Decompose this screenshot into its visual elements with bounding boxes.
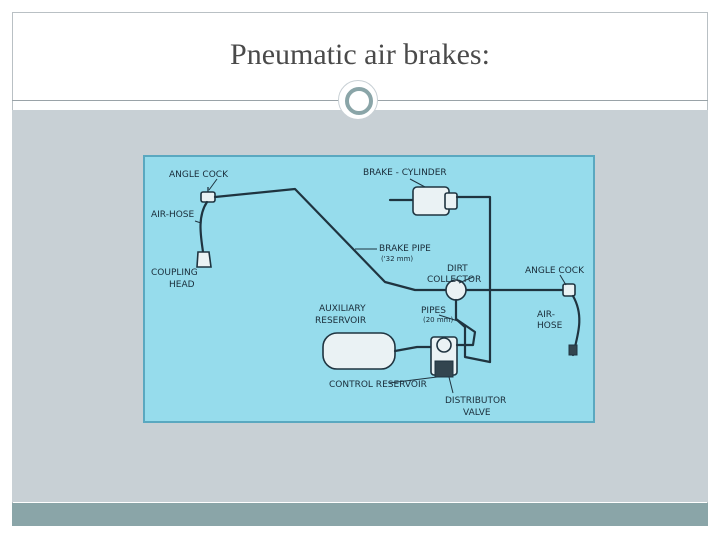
circle-ring-icon xyxy=(345,87,373,115)
label-control-reservoir: CONTROL RESERVOIR xyxy=(329,380,427,390)
label-auxiliary-reservoir-1: AUXILIARY xyxy=(319,304,366,314)
brake-pipe-main xyxy=(213,187,447,292)
leader-brake-cylinder xyxy=(409,178,426,188)
brake-cylinder xyxy=(388,186,458,216)
right-angle-cock xyxy=(562,283,576,297)
air-brake-diagram-svg: ANGLE COCK AIR-HOSE COUPLING HEAD BRAKE … xyxy=(151,168,585,418)
label-angle-cock-right: ANGLE COCK xyxy=(525,266,585,276)
label-brake-pipe-1: BRAKE PIPE xyxy=(379,244,431,254)
dirt-collector xyxy=(445,279,467,321)
label-angle-cock-left: ANGLE COCK xyxy=(169,170,229,180)
leader-pipes xyxy=(438,314,462,323)
left-coupling-head xyxy=(196,251,212,268)
label-distributor-valve-2: VALVE xyxy=(463,408,491,418)
label-pipes-2: (20 mm) xyxy=(423,316,454,324)
label-brake-cylinder: BRAKE - CYLINDER xyxy=(363,168,447,178)
label-pipes-1: PIPES xyxy=(421,306,446,316)
label-air-hose-right-2: HOSE xyxy=(537,321,563,331)
label-coupling-head-1: COUPLING xyxy=(151,268,198,278)
leader-angle-cock-right xyxy=(559,274,567,286)
label-auxiliary-reservoir-2: RESERVOIR xyxy=(315,316,366,326)
cylinder-feed-pipe xyxy=(455,195,492,364)
label-coupling-head-2: HEAD xyxy=(169,280,195,290)
left-angle-cock xyxy=(200,187,216,203)
label-distributor-valve-1: DISTRIBUTOR xyxy=(445,396,506,406)
label-air-hose-left: AIR-HOSE xyxy=(151,210,195,220)
leader-angle-cock-left xyxy=(208,178,218,191)
distributor-branch-pipe xyxy=(454,317,477,347)
label-dirt-collector-1: DIRT xyxy=(447,264,468,274)
leader-dirt-collector xyxy=(458,276,474,284)
leader-distributor-valve xyxy=(448,376,454,394)
label-air-hose-right-1: AIR- xyxy=(537,310,555,320)
slide-footer-bar xyxy=(12,503,708,526)
right-coupling-head xyxy=(568,344,578,356)
slide-title: Pneumatic air brakes: xyxy=(230,38,490,71)
leader-air-hose-left xyxy=(194,220,202,224)
air-brake-diagram: ANGLE COCK AIR-HOSE COUPLING HEAD BRAKE … xyxy=(143,155,595,423)
label-brake-pipe-2: ('32 mm) xyxy=(381,255,413,263)
slide-circle-ornament-icon xyxy=(338,80,378,120)
left-air-hose xyxy=(199,200,209,254)
distributor-valve xyxy=(430,336,458,378)
leader-control-reservoir xyxy=(388,376,438,384)
auxiliary-reservoir xyxy=(322,332,396,370)
label-dirt-collector-2: COLLECTOR xyxy=(427,275,481,285)
